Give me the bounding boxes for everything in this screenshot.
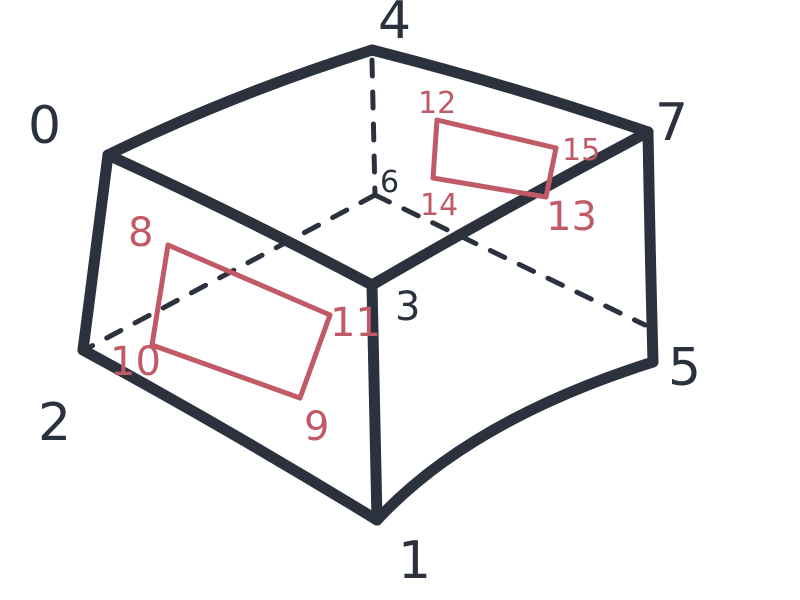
inset-top-right: [430, 117, 559, 200]
vertex-label-8: 8: [128, 210, 153, 256]
inset-edge-8-11: [165, 242, 333, 318]
hidden-edge-4-6: [369, 57, 378, 198]
inset-edge-10-8: [149, 242, 171, 348]
edge-4-7: [366, 44, 654, 138]
vertex-label-6: 6: [380, 165, 399, 200]
edge-3-7: [366, 126, 654, 291]
edge-1-5: [371, 356, 659, 526]
vertex-label-5: 5: [668, 338, 701, 398]
vertex-label-12: 12: [418, 86, 456, 121]
edge-2-1: [77, 344, 383, 526]
edge-0-3: [102, 149, 378, 291]
edge-7-5: [642, 126, 659, 368]
vertex-label-2: 2: [38, 393, 71, 453]
vertex-label-10: 10: [110, 339, 161, 385]
vertex-label-0: 0: [28, 96, 61, 156]
visible-edges: [77, 44, 659, 526]
vertex-label-11: 11: [330, 300, 381, 346]
vertex-label-9: 9: [304, 404, 329, 450]
inset-edge-12-15: [434, 117, 559, 151]
inset-edge-14-12: [430, 117, 440, 181]
edge-3-1: [366, 279, 383, 526]
inset-edge-15-13: [543, 145, 559, 200]
inset-edge-13-14: [430, 175, 549, 200]
vertex-label-4: 4: [378, 0, 411, 51]
vertex-label-3: 3: [395, 284, 420, 330]
vertex-label-7: 7: [655, 93, 688, 153]
vertex-label-15: 15: [562, 133, 600, 168]
inset-labels: 8 11 10 9 12 15 14 13: [110, 86, 600, 450]
vertex-label-1: 1: [398, 531, 431, 591]
vertex-label-14: 14: [420, 188, 458, 223]
inset-edge-11-9: [297, 312, 333, 401]
edge-0-4: [102, 44, 378, 161]
edge-0-2: [77, 149, 114, 356]
frame-labels: 0 4 7 6 3 5 2 1: [28, 0, 701, 591]
hidden-edge-6-5: [372, 192, 648, 328]
inset-front-left: [149, 242, 333, 401]
inset-edge-9-10: [149, 342, 303, 401]
vertex-label-13: 13: [546, 194, 597, 240]
